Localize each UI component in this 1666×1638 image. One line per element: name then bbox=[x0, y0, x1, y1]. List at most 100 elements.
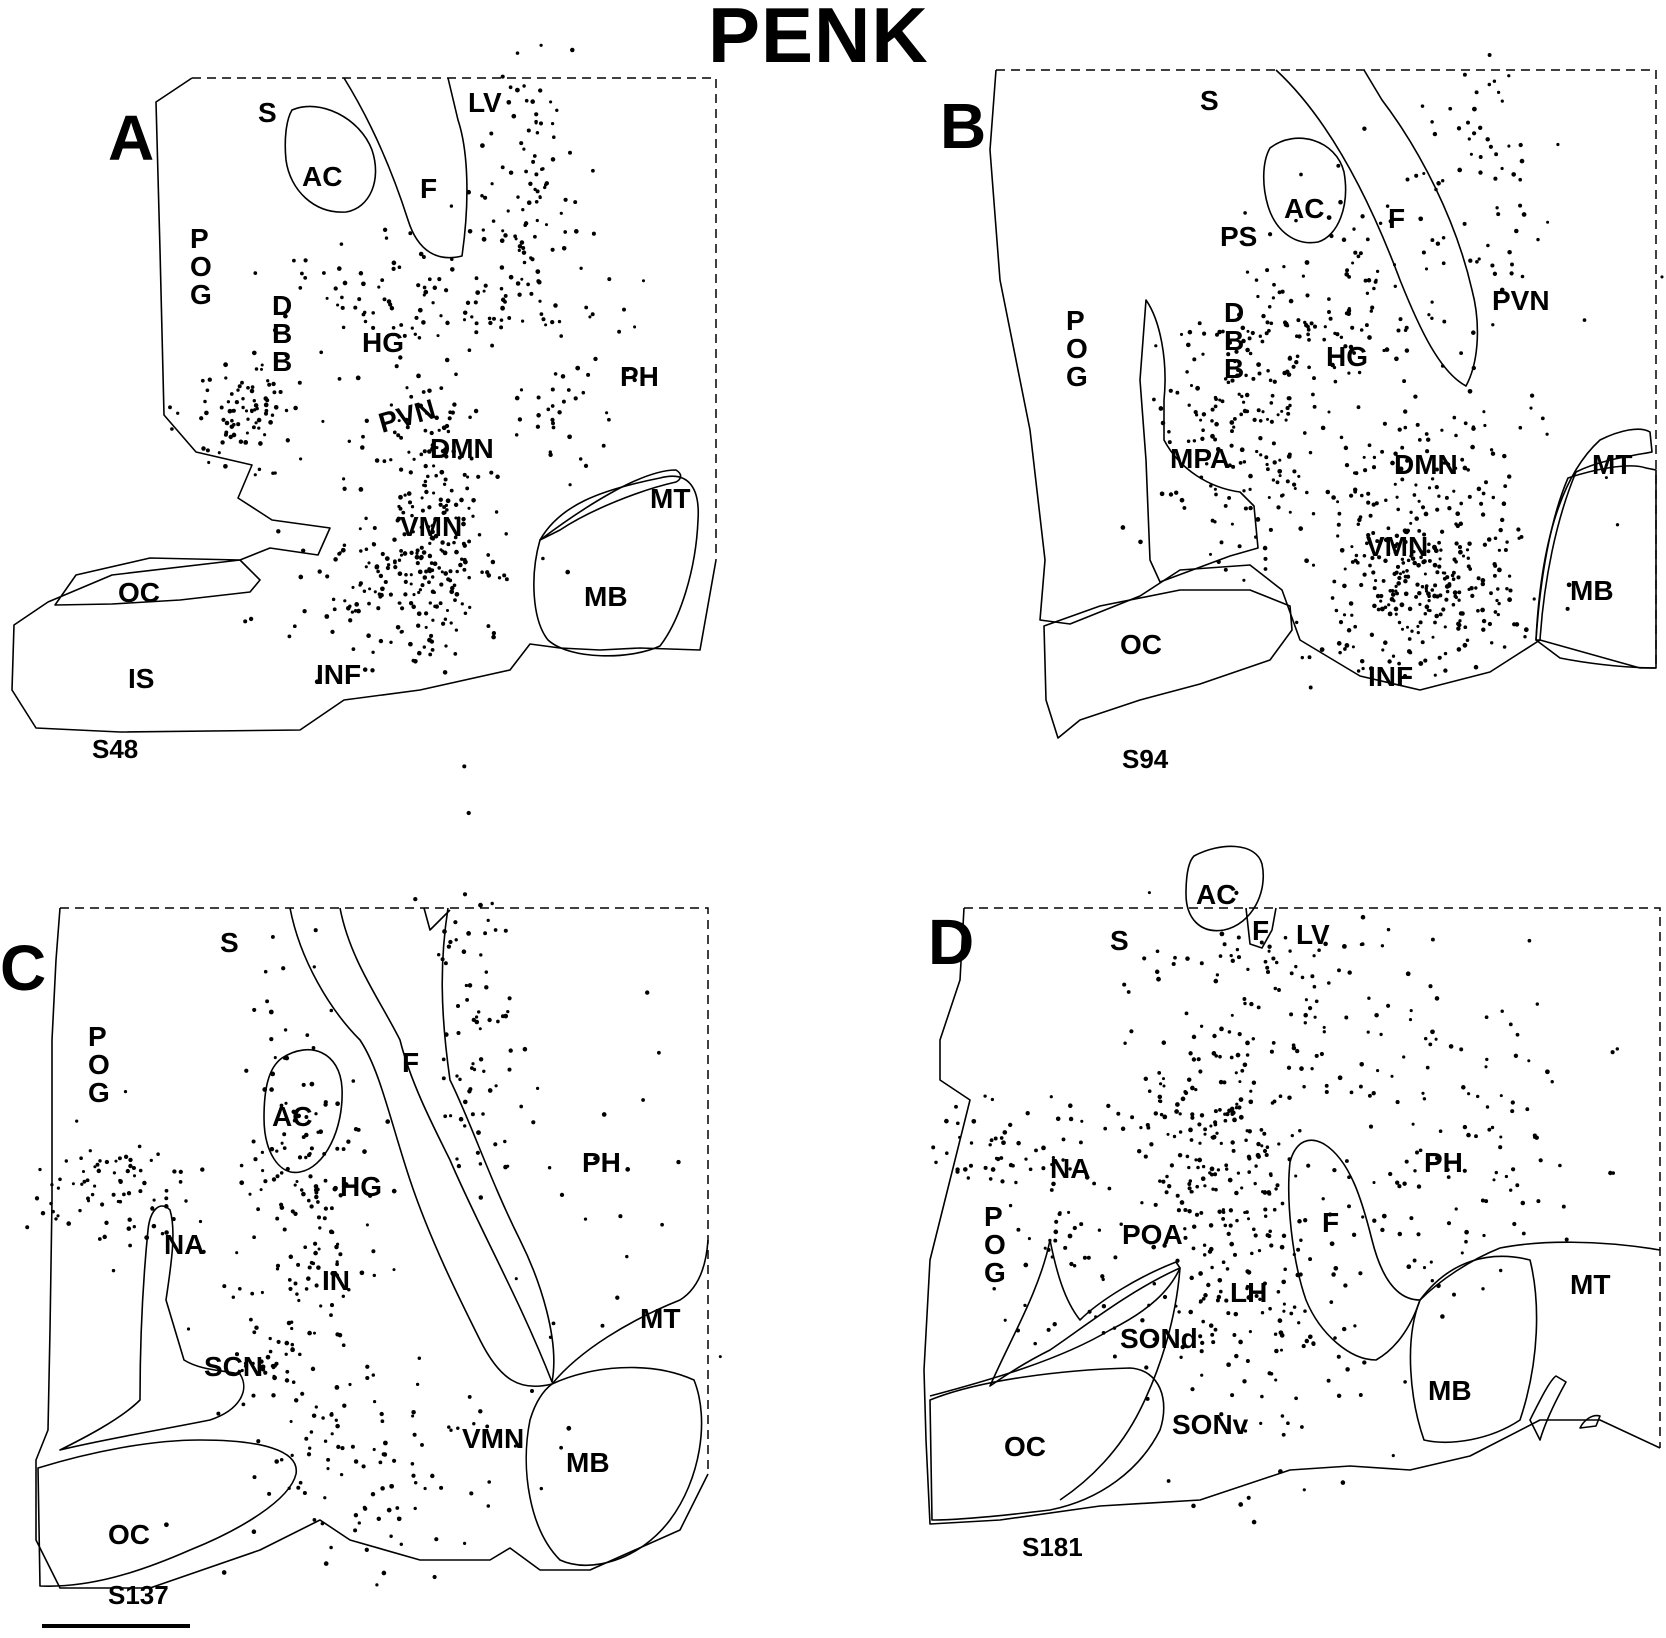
labeled-cell-dot bbox=[1303, 1218, 1308, 1223]
labeled-cell-dot bbox=[275, 1149, 279, 1153]
labeled-cell-dot bbox=[403, 592, 408, 597]
labeled-cell-dot bbox=[370, 668, 375, 673]
labeled-cell-dot bbox=[1278, 474, 1282, 478]
labeled-cell-dot bbox=[1482, 410, 1486, 414]
labeled-cell-dot bbox=[1203, 1127, 1208, 1132]
labeled-cell-dot bbox=[1448, 1044, 1454, 1049]
labeled-cell-dot bbox=[517, 292, 522, 297]
labeled-cell-dot bbox=[1344, 1015, 1349, 1020]
labeled-cell-dot bbox=[1463, 625, 1468, 630]
labeled-cell-dot bbox=[1281, 1279, 1287, 1285]
labeled-cell-dot bbox=[1290, 1133, 1294, 1138]
labeled-cell-dot bbox=[1225, 1167, 1229, 1171]
labeled-cell-dot bbox=[489, 131, 494, 136]
labeled-cell-dot bbox=[1347, 371, 1351, 375]
labeled-cell-dot bbox=[1280, 409, 1284, 413]
labeled-cell-dot bbox=[1263, 1207, 1268, 1212]
labeled-cell-dot bbox=[1199, 1024, 1204, 1028]
labeled-cell-dot bbox=[353, 609, 358, 613]
labeled-cell-dot bbox=[244, 409, 249, 413]
labeled-cell-dot bbox=[1184, 1011, 1189, 1016]
labeled-cell-dot bbox=[1218, 954, 1223, 958]
labeled-cell-dot bbox=[1443, 625, 1447, 629]
labeled-cell-dot bbox=[1232, 1333, 1237, 1337]
labeled-cell-dot bbox=[1238, 1339, 1243, 1345]
labeled-cell-dot bbox=[279, 1458, 284, 1462]
labeled-cell-dot bbox=[398, 506, 403, 511]
labeled-cell-dot bbox=[529, 291, 534, 296]
label-mb-b: MB bbox=[1570, 575, 1614, 606]
labeled-cell-dot bbox=[1053, 1229, 1059, 1235]
labeled-cell-dot bbox=[478, 1195, 484, 1200]
labeled-cell-dot bbox=[1162, 1084, 1166, 1088]
labeled-cell-dot bbox=[1611, 1171, 1615, 1175]
labeled-cell-dot bbox=[1210, 407, 1215, 412]
labeled-cell-dot bbox=[625, 1254, 629, 1259]
labeled-cell-dot bbox=[442, 929, 447, 934]
labeled-cell-dot bbox=[261, 1169, 265, 1173]
labeled-cell-dot bbox=[430, 647, 435, 652]
labeled-cell-dot bbox=[1371, 502, 1376, 507]
labeled-cell-dot bbox=[1243, 1429, 1248, 1433]
labeled-cell-dot bbox=[168, 405, 172, 410]
labeled-cell-dot bbox=[285, 1369, 290, 1374]
labeled-cell-dot bbox=[293, 405, 298, 411]
labeled-cell-dot bbox=[111, 1192, 116, 1197]
labeled-cell-dot bbox=[1368, 1124, 1374, 1129]
labeled-cell-dot bbox=[353, 1459, 359, 1464]
labeled-cell-dot bbox=[1147, 1089, 1152, 1093]
labeled-cell-dot bbox=[1185, 1154, 1190, 1159]
labeled-cell-dot bbox=[1462, 1168, 1467, 1173]
labeled-cell-dot bbox=[1455, 511, 1461, 517]
labeled-cell-dot bbox=[1234, 890, 1239, 896]
labeled-cell-dot bbox=[243, 1364, 248, 1368]
labeled-cell-dot bbox=[983, 1094, 987, 1098]
labeled-cell-dot bbox=[1527, 938, 1532, 943]
labeled-cell-dot bbox=[439, 314, 443, 318]
labeled-cell-dot bbox=[40, 1210, 46, 1216]
labeled-cell-dot bbox=[1250, 1251, 1254, 1256]
labeled-cell-dot bbox=[1067, 1210, 1071, 1214]
labeled-cell-dot bbox=[1369, 632, 1375, 637]
labeled-cell-dot bbox=[356, 1127, 361, 1132]
labeled-cell-dot bbox=[1271, 441, 1276, 446]
labeled-cell-dot bbox=[1374, 579, 1378, 583]
labeled-cell-dot bbox=[1394, 356, 1399, 362]
labeled-cell-dot bbox=[467, 1089, 472, 1094]
labeled-cell-dot bbox=[1187, 1165, 1191, 1170]
labeled-cell-dot bbox=[1203, 1184, 1207, 1188]
labeled-cell-dot bbox=[538, 195, 542, 199]
labeled-cell-dot bbox=[1495, 206, 1499, 210]
labeled-cell-dot bbox=[1069, 1261, 1074, 1267]
labeled-cell-dot bbox=[25, 1225, 30, 1230]
labeled-cell-dot bbox=[415, 551, 419, 555]
labeled-cell-dot bbox=[1303, 1021, 1307, 1025]
labeled-cell-dot bbox=[1265, 462, 1269, 467]
labeled-cell-dot bbox=[486, 1504, 491, 1508]
labeled-cell-dot bbox=[1337, 968, 1341, 973]
labeled-cell-dot bbox=[1271, 956, 1276, 961]
labeled-cell-dot bbox=[1495, 598, 1499, 603]
labeled-cell-dot bbox=[1223, 567, 1228, 572]
labeled-cell-dot bbox=[1302, 1488, 1306, 1492]
labeled-cell-dot bbox=[324, 614, 330, 619]
labeled-cell-dot bbox=[1234, 1106, 1239, 1110]
panel-letter-a: A bbox=[108, 102, 154, 174]
labeled-cell-dot bbox=[427, 388, 432, 393]
structure-boundary-na-c bbox=[59, 1205, 245, 1451]
labeled-cell-dot bbox=[395, 624, 401, 630]
labeled-cell-dot bbox=[1383, 558, 1388, 564]
labeled-cell-dot bbox=[330, 1432, 334, 1436]
labeled-cell-dot bbox=[1234, 1353, 1239, 1359]
labeled-cell-dot bbox=[49, 1201, 53, 1206]
labeled-cell-dot bbox=[645, 990, 650, 995]
labeled-cell-dot bbox=[1016, 1227, 1021, 1232]
labeled-cell-dot bbox=[1053, 1238, 1058, 1243]
labeled-cell-dot bbox=[400, 629, 404, 634]
labeled-cell-dot bbox=[1219, 931, 1225, 937]
labeled-cell-dot bbox=[423, 428, 428, 433]
labeled-cell-dot bbox=[1343, 1283, 1348, 1288]
labeled-cell-dot bbox=[1505, 586, 1509, 591]
section-number-d: S181 bbox=[1022, 1532, 1083, 1562]
labeled-cell-dot bbox=[591, 231, 596, 236]
